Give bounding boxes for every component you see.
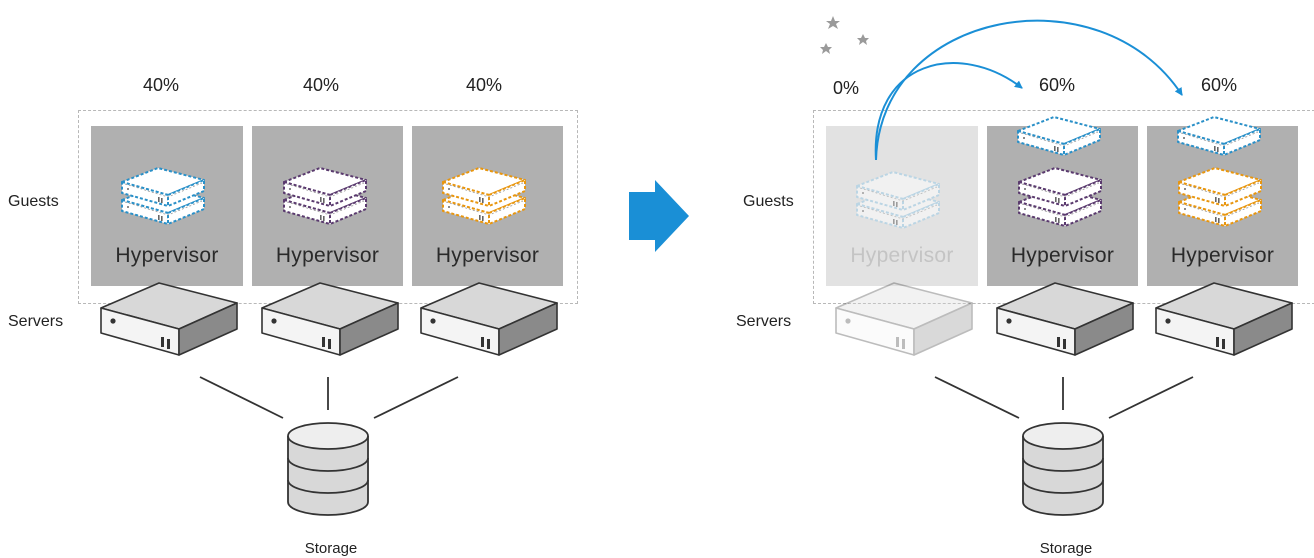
moon-and-stars-icon (820, 16, 876, 60)
storage-label: Storage (304, 540, 358, 557)
transition-arrow-icon (629, 180, 689, 252)
migrated-vm (1017, 116, 1101, 156)
server-icon (420, 282, 558, 356)
host-load-label: 40% (142, 75, 180, 95)
server-icon (100, 282, 238, 356)
guest-vm-stack (442, 167, 526, 225)
hypervisor-label: Hypervisor (1170, 244, 1275, 267)
ghost-vm-stack (856, 171, 940, 229)
host-load-label: 0% (832, 78, 859, 98)
guest-vm-stack (1178, 167, 1262, 227)
guest-vm-stack (1018, 167, 1102, 227)
servers-row-label: Servers (736, 313, 792, 330)
server-icon (261, 282, 399, 356)
server-icon-idle (835, 282, 973, 356)
guests-row-label: Guests (743, 193, 794, 210)
host-load-label: 60% (1200, 75, 1238, 95)
server-icon (996, 282, 1134, 356)
servers-row-label: Servers (8, 313, 64, 330)
host-load-label: 60% (1038, 75, 1076, 95)
hypervisor-label: Hypervisor (435, 244, 540, 267)
database-icon (1022, 422, 1104, 516)
storage-link (1108, 376, 1194, 419)
migrated-vm (1177, 116, 1261, 156)
hypervisor-label: Hypervisor (275, 244, 380, 267)
virtual-machine-icon (1177, 116, 1261, 156)
hypervisor-label: Hypervisor (115, 244, 219, 267)
migration-arrow (874, 62, 1023, 161)
host-load-label: 40% (302, 75, 340, 95)
host-load-label: 40% (465, 75, 503, 95)
database-icon (287, 422, 369, 516)
hypervisor-label: Hypervisor (1010, 244, 1115, 267)
guest-vm-stack (121, 167, 205, 225)
guests-row-label: Guests (8, 193, 59, 210)
migration-arrow (875, 19, 1183, 161)
server-icon (1155, 282, 1293, 356)
storage-label: Storage (1039, 540, 1093, 557)
virtual-machine-icon (1017, 116, 1101, 156)
storage-link (934, 376, 1020, 419)
hypervisor-label: Hypervisor (850, 244, 954, 267)
guest-vm-stack (283, 167, 367, 225)
storage-link (373, 376, 459, 419)
storage-link (199, 376, 284, 419)
